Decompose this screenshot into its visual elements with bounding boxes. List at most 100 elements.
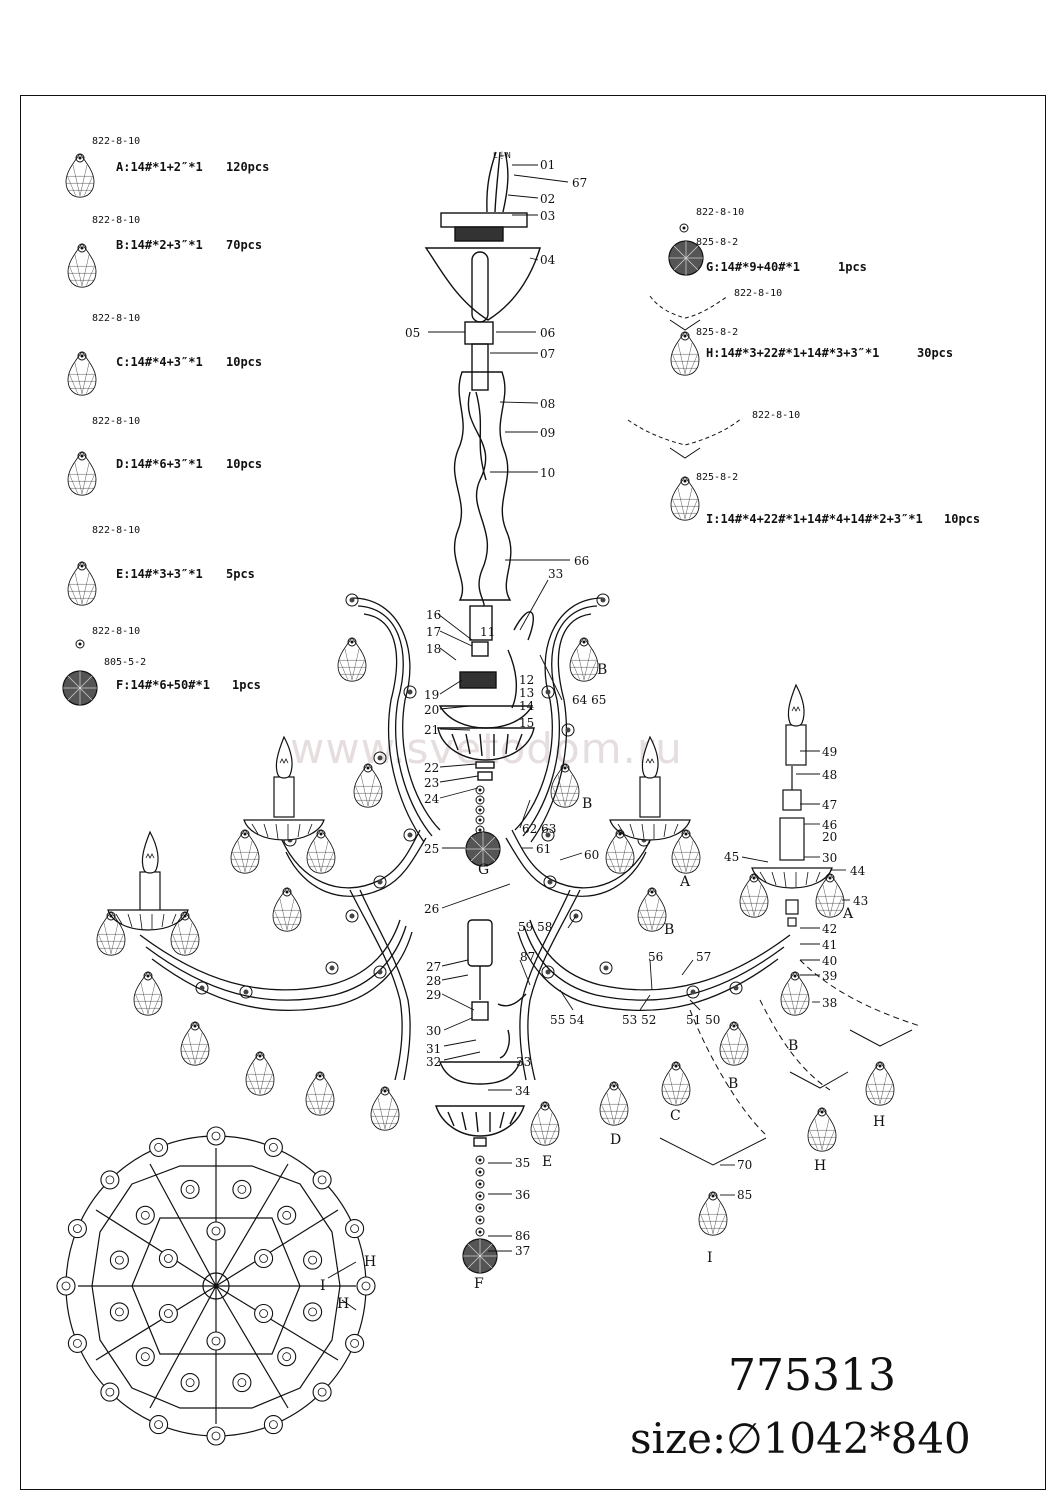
part-53-52: 53 52: [622, 1013, 657, 1027]
part-35: 35: [515, 1156, 531, 1170]
part-43: 43: [853, 894, 869, 908]
part-15: 15: [519, 716, 535, 730]
legend-h-code: 822-8-10: [734, 288, 783, 299]
legend-e-qty: 5pcs: [226, 567, 255, 581]
part-67: 67: [572, 176, 588, 190]
topview-rosette: [67, 1333, 87, 1353]
topview-rosette: [312, 1382, 332, 1402]
part-17: 17: [426, 625, 442, 639]
part-30-candle: 30: [822, 851, 838, 865]
legend-g-code: 822-8-10: [696, 207, 745, 218]
part-20-candle: 20: [822, 830, 838, 844]
part-09: 09: [540, 426, 556, 440]
part-48: 48: [822, 768, 838, 782]
part-37: 37: [515, 1244, 531, 1258]
topview-rosette-center: [73, 1224, 82, 1233]
part-66: 66: [574, 554, 590, 568]
part-06: 06: [540, 326, 556, 340]
part-21: 21: [424, 723, 440, 737]
topview-rosette-center: [308, 1307, 318, 1317]
topview-rosette: [158, 1303, 178, 1324]
topview-rosette: [303, 1302, 323, 1322]
part-23: 23: [424, 776, 440, 790]
part-31: 31: [426, 1042, 442, 1056]
topview-rosette-center: [350, 1339, 360, 1348]
legend-b-qty: 70pcs: [226, 238, 263, 252]
legend-g-spec: G:14#*9+40#*1: [706, 260, 800, 274]
part-32: 32: [426, 1055, 442, 1069]
part-27: 27: [426, 960, 442, 974]
topview-rosette-center: [163, 1254, 173, 1263]
part-14: 14: [519, 699, 535, 713]
topview-rosette: [180, 1179, 200, 1199]
part-10: 10: [540, 466, 556, 480]
part-64-65: 64 65: [572, 693, 607, 707]
part-38: 38: [822, 996, 838, 1010]
part-11: 11: [480, 625, 496, 639]
part-33-lower: 33: [516, 1055, 532, 1069]
topview-rosette-center: [154, 1143, 164, 1152]
pendant-letter-b-chain: B: [728, 1076, 739, 1092]
legend-f-code: 822-8-10: [92, 626, 141, 637]
topview-rosette-center: [268, 1420, 278, 1429]
topview-rosette: [277, 1347, 297, 1367]
topview-rosette: [263, 1137, 283, 1157]
part-85: 85: [737, 1188, 753, 1202]
topview-letter-h-1: H: [364, 1254, 377, 1270]
part-47: 47: [822, 798, 838, 812]
legend-c-code: 822-8-10: [92, 313, 141, 324]
topview-rosette: [312, 1170, 332, 1190]
topview-rosette: [56, 1276, 76, 1296]
part-28: 28: [426, 974, 442, 988]
topview-rosette-center: [282, 1352, 292, 1362]
part-22: 22: [424, 761, 440, 775]
topview-rosette: [100, 1170, 120, 1190]
part-30-lower: 30: [426, 1024, 442, 1038]
pendant-letter-b-top: B: [597, 662, 608, 678]
topview-rosette: [135, 1205, 155, 1225]
part-41: 41: [822, 938, 838, 952]
topview-rosette: [303, 1250, 323, 1270]
pendant-letter-b-mid: B: [582, 796, 593, 812]
part-51-50: 51 50: [686, 1013, 721, 1027]
topview-rosette-center: [211, 1431, 221, 1441]
part-19: 19: [424, 688, 440, 702]
topview-rosette-center: [105, 1387, 115, 1397]
topview-rosette-center: [211, 1336, 221, 1346]
pendant-letter-h-2: H: [814, 1158, 827, 1174]
topview-rosette-center: [163, 1309, 173, 1318]
topview-rosette: [254, 1248, 274, 1269]
topview-rosette-center: [361, 1281, 371, 1291]
topview-rosette: [100, 1382, 120, 1402]
legend-b-code: 822-8-10: [92, 215, 141, 226]
topview-letter-h-2: H: [337, 1296, 350, 1312]
topview-rosette: [206, 1221, 226, 1241]
pendant-letter-i: I: [707, 1250, 713, 1266]
legend-e-code: 822-8-10: [92, 525, 141, 536]
part-29: 29: [426, 988, 442, 1002]
topview-rosette: [263, 1415, 283, 1435]
part-49: 49: [822, 745, 838, 759]
legend-g-subcode: 825-8-2: [696, 237, 739, 248]
legend-f-qty: 1pcs: [232, 678, 261, 692]
pendant-letter-a-1: A: [680, 874, 691, 890]
part-03: 03: [540, 209, 556, 223]
part-40: 40: [822, 954, 838, 968]
part-24: 24: [424, 792, 440, 806]
legend-g-qty: 1pcs: [838, 260, 867, 274]
topview-rosette-center: [259, 1309, 269, 1318]
legend-h-qty: 30pcs: [917, 346, 954, 360]
legend-b-spec: B:14#*2+3″*1: [116, 238, 203, 252]
part-25: 25: [424, 842, 440, 856]
topview-letter-i: I: [320, 1278, 326, 1294]
legend-e-spec: E:14#*3+3″*1: [116, 567, 203, 581]
topview-rosette: [232, 1373, 252, 1393]
topview-rosette-center: [105, 1175, 115, 1185]
part-04: 04: [540, 253, 556, 267]
part-26: 26: [424, 902, 440, 916]
legend-d-qty: 10pcs: [226, 457, 263, 471]
topview-rosette-center: [185, 1378, 195, 1387]
pendant-letter-e: E: [542, 1154, 553, 1170]
topview-rosette: [180, 1373, 200, 1393]
